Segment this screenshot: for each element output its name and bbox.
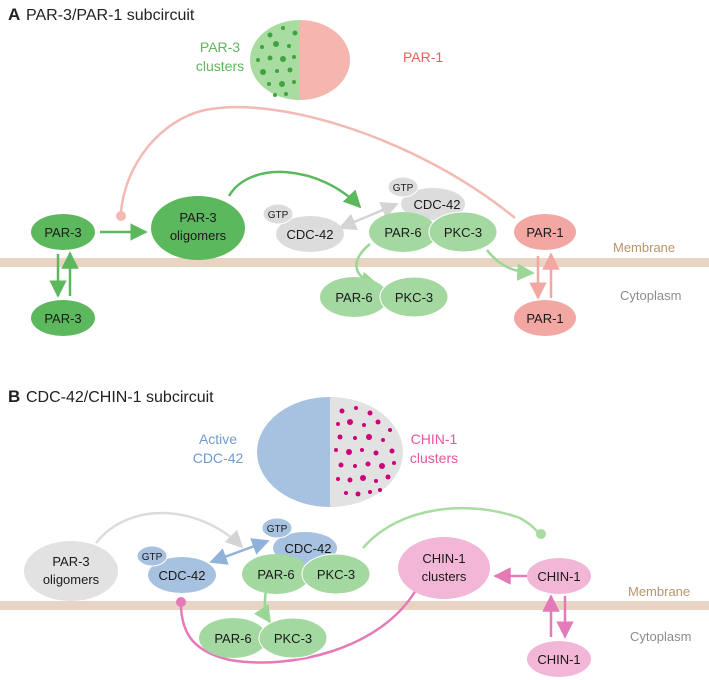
embryo-b-left-label-2: CDC-42: [193, 450, 244, 466]
embryo-b-right-label-1: CHIN-1: [411, 431, 458, 447]
cdc42-free-b-label: CDC-42: [159, 568, 206, 583]
par6-cytoplasm-b-label: PAR-6: [214, 631, 251, 646]
par1-cytoplasm-node: [514, 300, 576, 336]
par3-oligomers-node-b: [24, 541, 118, 601]
par6-cytoplasm-node-b: [199, 618, 267, 658]
cdc42-exchange-arrow-b: [209, 538, 270, 565]
par3-oligomers-label-1: PAR-3: [179, 210, 216, 225]
par3-membrane-node: [31, 214, 95, 250]
par3-oligomers-b-label-1: PAR-3: [52, 554, 89, 569]
chin1-inhibition-head: [176, 597, 186, 607]
pkc3-cytoplasm-label: PKC-3: [395, 290, 433, 305]
pkc3-cytoplasm-node-b: [258, 617, 328, 659]
oligomer-to-complex-arrow: [227, 170, 362, 209]
pkc3-cytoplasm-b-label: PKC-3: [274, 631, 312, 646]
oligomer-to-complex-arrow-b: [95, 511, 244, 549]
par6-membrane-node-b: [242, 554, 310, 594]
panel-b-title: CDC-42/CHIN-1 subcircuit: [26, 389, 214, 406]
par1-cytoplasm-label: PAR-1: [526, 311, 563, 326]
embryo-a-left-label-2: clusters: [196, 58, 244, 74]
par6-cytoplasm-node: [320, 277, 388, 317]
pkc3-cytoplasm-node: [379, 276, 449, 318]
cdc42-exchange-arrow: [338, 202, 399, 230]
panel-a-title: PAR-3/PAR-1 subcircuit: [26, 7, 195, 24]
par1-membrane-label: PAR-1: [526, 225, 563, 240]
par6-cytoplasm-label: PAR-6: [335, 290, 372, 305]
par6-membrane-label: PAR-6: [384, 225, 421, 240]
cdc42-complex-node: [401, 188, 465, 220]
membrane-b: [0, 601, 709, 610]
embryo-b-left-label-1: Active: [199, 431, 237, 447]
panel-a-letter: A: [8, 5, 20, 24]
cdc42-complex-b-label: CDC-42: [285, 541, 332, 556]
pkc3-membrane-node: [428, 211, 498, 253]
chin1-inhibits-cdc42-arc: [179, 589, 418, 664]
gtp-complex-node: [387, 176, 419, 198]
cdc42-free-node-b: [148, 557, 216, 593]
chin1-cytoplasm-label: CHIN-1: [537, 652, 580, 667]
membrane-a-label: Membrane: [613, 240, 675, 255]
pkc3-membrane-label: PKC-3: [444, 225, 482, 240]
embryo-a: [250, 20, 350, 100]
chin1-cytoplasm-node: [527, 641, 591, 677]
pkc3-membrane-node-b: [301, 553, 371, 595]
par3-membrane-label: PAR-3: [44, 225, 81, 240]
par3-oligomers-node: [151, 196, 245, 260]
par3-cytoplasm-node: [31, 300, 95, 336]
chin1-membrane-label: CHIN-1: [537, 569, 580, 584]
par1-membrane-node: [514, 214, 576, 250]
chin1-cluster-dots: [334, 406, 396, 497]
gtp-free-b-label: GTP: [142, 552, 163, 563]
pkc3-membrane-b-label: PKC-3: [317, 567, 355, 582]
cytoplasm-b-label: Cytoplasm: [630, 629, 691, 644]
embryo-a-left-label-1: PAR-3: [200, 39, 240, 55]
chin1-clusters-label-2: clusters: [422, 569, 467, 584]
gtp-complex-b-label: GTP: [267, 524, 288, 535]
gtp-free-node: [262, 203, 294, 225]
par3-cluster-dots: [256, 26, 298, 97]
embryo-b: [257, 397, 403, 507]
cytoplasm-a-label: Cytoplasm: [620, 288, 681, 303]
chin1-clusters-label-1: CHIN-1: [422, 551, 465, 566]
embryo-b-right-label-2: clusters: [410, 450, 458, 466]
pkc3-inhibits-chin1-arc: [362, 506, 540, 549]
cdc42-free-label: CDC-42: [287, 227, 334, 242]
par6-membrane-b-label: PAR-6: [257, 567, 294, 582]
embryo-a-right-label: PAR-1: [403, 49, 443, 65]
chin1-membrane-node: [527, 558, 591, 594]
pkc3-to-par1-arrow: [486, 249, 535, 281]
panel-b-letter: B: [8, 387, 20, 406]
cdc42-complex-label: CDC-42: [414, 197, 461, 212]
chin1-clusters-node: [398, 537, 490, 599]
cdc42-free-node: [276, 216, 344, 252]
gtp-complex-label: GTP: [393, 183, 414, 194]
membrane-a: [0, 258, 709, 267]
membrane-b-label: Membrane: [628, 584, 690, 599]
par1-inhibits-par3-arc: [119, 105, 516, 219]
gtp-complex-node-b: [261, 517, 293, 539]
par3-oligomers-label-2: oligomers: [170, 228, 227, 243]
par1-inhibition-head: [116, 211, 126, 221]
par3-cytoplasm-label: PAR-3: [44, 311, 81, 326]
pkc3-inhibition-head: [536, 529, 546, 539]
par6-membrane-node: [369, 212, 437, 252]
gtp-free-label: GTP: [268, 210, 289, 221]
gtp-free-node-b: [136, 545, 168, 567]
par3-oligomers-b-label-2: oligomers: [43, 572, 100, 587]
